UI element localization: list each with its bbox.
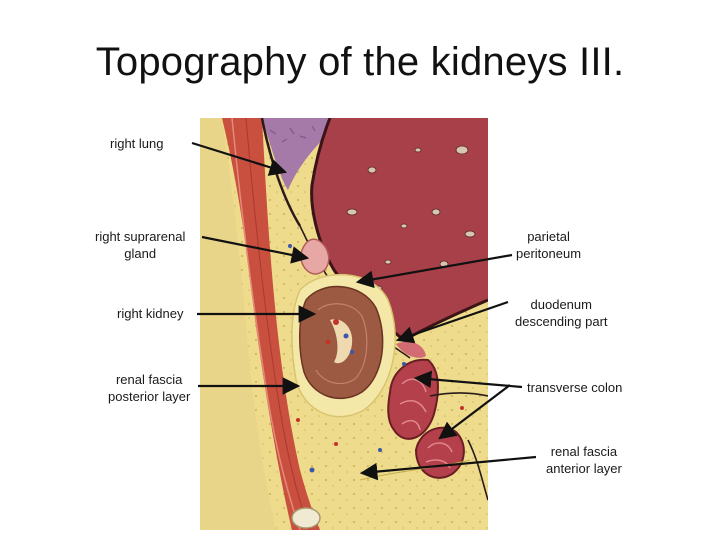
label-right-lung: right lung [110,136,164,151]
arrow-transverse-colon [413,370,523,389]
arrow-parietal-peritoneum [355,253,513,289]
pointer-arrows [191,141,537,481]
arrow-right-suprarenal [201,235,310,264]
arrow-renal-fascia-anterior [359,455,537,481]
label-renal-fascia-posterior: renal fascia posterior layer [108,372,191,404]
slide-title: Topography of the kidneys III. [95,40,625,84]
bone-section [291,507,321,529]
arrow-right-lung [191,141,288,176]
arrow-duodenum [395,300,509,344]
label-right-kidney: right kidney [117,306,184,321]
label-transverse-colon: transverse colon [527,380,623,395]
label-renal-fascia-anterior: renal fascia anterior layer [546,444,622,476]
label-parietal-peritoneum: parietal peritoneum [516,229,582,261]
label-right-suprarenal-gland: right suprarenal gland [95,229,186,261]
body-wall-muscle [222,118,320,530]
arrow-duodenum-lower [438,384,511,440]
colon-loop-lower [414,426,465,479]
label-duodenum: duodenum descending part [515,297,608,329]
